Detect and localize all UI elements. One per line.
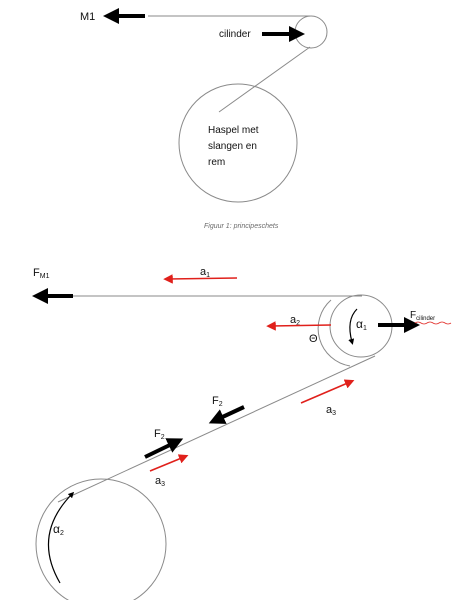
a3-lower-label: a3	[155, 475, 165, 488]
f2-upper-label: F2	[212, 395, 223, 408]
figure-caption: Figuur 1: principeschets	[204, 223, 279, 230]
alpha1-rotation-arrow	[348, 308, 358, 345]
alpha2-label: α2	[53, 522, 64, 537]
fm1-label: FM1	[33, 267, 50, 280]
m1-label: M1	[80, 11, 95, 23]
reel-label-line3: rem	[208, 157, 225, 168]
fcylinder-label: Fcilinder	[410, 310, 435, 322]
f2-lower-label: F2	[154, 428, 165, 441]
cylinder-wheel	[294, 15, 328, 49]
cable-diagonal	[218, 46, 311, 113]
theta-arc	[317, 299, 351, 367]
a3-upper-label: a3	[326, 404, 336, 417]
reel-label-line2: slangen en	[208, 141, 257, 152]
alpha2-rotation-arrow	[47, 491, 75, 584]
theta-label: Θ	[309, 333, 318, 345]
cylinder-label: cilinder	[219, 29, 251, 40]
f2-lower-force-arrow	[144, 438, 184, 459]
reel-circle-2	[35, 478, 167, 600]
a2-acceleration-arrow	[266, 321, 332, 331]
alpha1-label: α1	[356, 317, 367, 332]
f2-upper-force-arrow	[208, 405, 245, 424]
reel-label-line1: Haspel met	[208, 125, 259, 136]
a1-acceleration-arrow	[163, 274, 238, 284]
a3-lower-acceleration-arrow	[149, 454, 189, 472]
a3-upper-acceleration-arrow	[300, 379, 355, 404]
force-diagram: FM1 a1 a2 Θ α1 Fcilinder F2 a3 F2 a3 α2	[32, 266, 452, 600]
a1-label: a1	[200, 266, 210, 279]
a2-label: a2	[290, 314, 300, 327]
reel-circle	[178, 83, 298, 203]
principle-sketch: M1 cilinder Haspel met slangen en rem Fi…	[80, 8, 328, 230]
cable-diagonal-2	[57, 355, 376, 503]
fcylinder-underline	[414, 321, 452, 325]
